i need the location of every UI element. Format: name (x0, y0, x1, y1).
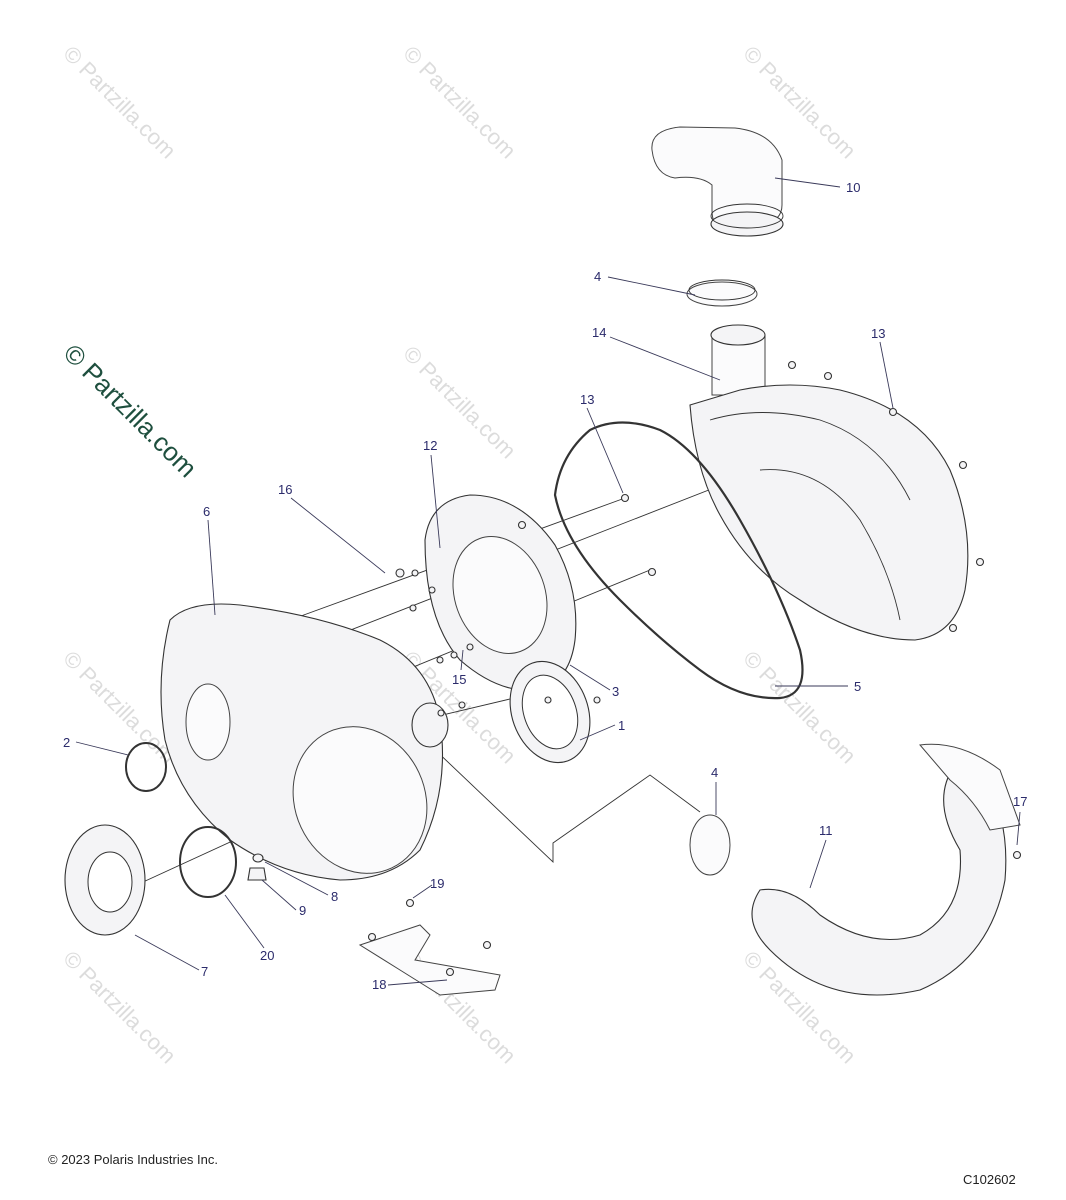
callout-13-left[interactable]: 13 (580, 392, 594, 407)
watermark: © Partzilla.com (398, 341, 521, 464)
watermark: © Partzilla.com (58, 41, 181, 164)
copyright-text: © 2023 Polaris Industries Inc. (48, 1152, 218, 1167)
watermark: © Partzilla.com (738, 646, 861, 769)
callout-20[interactable]: 20 (260, 948, 274, 963)
part-inner-cover (160, 603, 449, 881)
watermark: © Partzilla.com (398, 41, 521, 164)
callout-6[interactable]: 6 (203, 504, 210, 519)
part-outer-cover (689, 324, 969, 641)
callout-3[interactable]: 3 (612, 684, 619, 699)
fasteners (367, 360, 1022, 977)
callout-labels: 10 4 14 13 13 12 16 6 15 3 1 5 2 4 17 11… (63, 180, 1027, 992)
callout-1[interactable]: 1 (618, 718, 625, 733)
callout-16[interactable]: 16 (278, 482, 292, 497)
part-oring-small (125, 742, 167, 792)
part-bracket (358, 924, 501, 996)
part-fan-shroud (424, 494, 577, 692)
watermark-primary: © Partzilla.com (58, 338, 203, 483)
part-clamp-upper (686, 279, 758, 307)
part-seal (553, 421, 804, 700)
callout-13-right[interactable]: 13 (871, 326, 885, 341)
diagram-code: C102602 (963, 1172, 1016, 1187)
part-oring-large (179, 826, 237, 898)
callout-15[interactable]: 15 (452, 672, 466, 687)
watermark: © Partzilla.com (58, 946, 181, 1069)
callout-17[interactable]: 17 (1013, 794, 1027, 809)
callout-8[interactable]: 8 (331, 889, 338, 904)
part-intake-duct (751, 743, 1021, 996)
part-outlet-duct (651, 126, 784, 237)
part-clamp-lower (689, 814, 731, 876)
callout-18[interactable]: 18 (372, 977, 386, 992)
callout-4-upper[interactable]: 4 (594, 269, 601, 284)
callout-leaders (75, 177, 1021, 986)
callout-14[interactable]: 14 (592, 325, 606, 340)
part-plug (247, 853, 267, 881)
part-bearing-cover (64, 824, 146, 936)
callout-10[interactable]: 10 (846, 180, 860, 195)
callout-12[interactable]: 12 (423, 438, 437, 453)
callout-5[interactable]: 5 (854, 679, 861, 694)
callout-2[interactable]: 2 (63, 735, 70, 750)
callout-9[interactable]: 9 (299, 903, 306, 918)
callout-4-lower[interactable]: 4 (711, 765, 718, 780)
callout-11[interactable]: 11 (819, 823, 833, 838)
callout-19[interactable]: 19 (430, 876, 444, 891)
part-ring (509, 660, 591, 764)
callout-7[interactable]: 7 (201, 964, 208, 979)
